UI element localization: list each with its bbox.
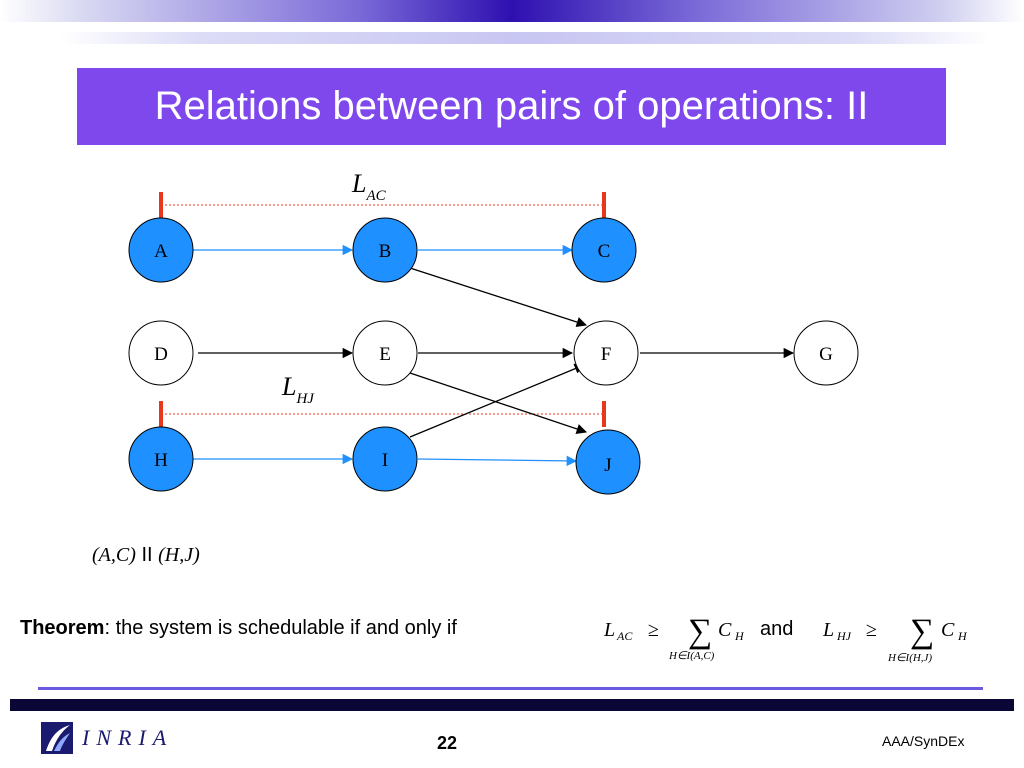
- edge-e-j: [409, 372, 587, 434]
- svg-text:C: C: [598, 241, 611, 262]
- lac-label: LAC: [351, 169, 387, 204]
- svg-text:H∈I(H,J): H∈I(H,J): [887, 652, 932, 664]
- edge-b-f: [409, 267, 587, 328]
- svg-text:A: A: [154, 241, 168, 262]
- svg-text:L: L: [822, 619, 834, 641]
- node-d: D: [128, 320, 194, 386]
- edge-i-f: [409, 363, 585, 438]
- node-g: G: [793, 320, 859, 386]
- svg-text:≥: ≥: [866, 619, 877, 641]
- svg-text:H: H: [957, 629, 968, 643]
- inria-logo: INRIA: [40, 718, 173, 758]
- inria-logo-icon: [41, 722, 73, 754]
- page-number: 22: [437, 733, 458, 753]
- node-f: F: [573, 320, 639, 386]
- svg-text:B: B: [379, 241, 392, 262]
- relation-right: (H,J): [158, 544, 200, 566]
- svg-text:C: C: [718, 619, 732, 641]
- svg-text:∑: ∑: [910, 613, 934, 650]
- node-b: B: [352, 217, 418, 283]
- relation-operator: II: [141, 544, 153, 566]
- theorem-label: Theorem: [20, 617, 105, 639]
- node-a: A: [128, 217, 194, 283]
- latency-lac: [159, 192, 606, 218]
- lhj-label: LHJ: [281, 372, 315, 407]
- node-h: H: [128, 426, 194, 492]
- svg-text:F: F: [601, 344, 612, 365]
- relation-left: (A,C): [92, 544, 136, 566]
- theorem-text: : the system is schedulable if and only …: [104, 617, 457, 639]
- footer-label: AAA/SynDEx: [882, 733, 965, 749]
- node-e: E: [352, 320, 418, 386]
- svg-text:HJ: HJ: [836, 629, 852, 643]
- slide-title: Relations between pairs of operations: I…: [154, 84, 869, 128]
- formula-lhj: L HJ ≥ ∑ C H H∈I(H,J): [822, 613, 968, 664]
- svg-text:J: J: [604, 455, 611, 476]
- svg-text:L: L: [603, 619, 615, 641]
- svg-text:E: E: [379, 344, 391, 365]
- theorem-statement: Theorem: the system is schedulable if an…: [20, 617, 457, 640]
- footer-divider: [38, 687, 983, 690]
- svg-text:H: H: [154, 450, 168, 471]
- top-gradient-band: [0, 0, 1024, 22]
- svg-text:H: H: [734, 629, 745, 643]
- svg-text:≥: ≥: [648, 619, 659, 641]
- svg-text:D: D: [154, 344, 168, 365]
- latency-lhj: [159, 401, 606, 427]
- svg-text:H∈I(A,C): H∈I(A,C): [668, 650, 715, 662]
- node-i: I: [352, 426, 418, 492]
- title-box: Relations between pairs of operations: I…: [77, 68, 946, 145]
- svg-text:G: G: [819, 344, 833, 365]
- svg-text:I: I: [382, 450, 388, 471]
- edge-i-j: [417, 455, 578, 467]
- inria-logo-text: INRIA: [82, 725, 174, 750]
- top-gradient-band-secondary: [60, 32, 990, 44]
- theorem-and: and: [760, 618, 794, 640]
- footer-band: [10, 699, 1014, 711]
- edges: [193, 244, 795, 467]
- node-c: C: [571, 217, 637, 283]
- svg-text:∑: ∑: [688, 613, 712, 650]
- svg-text:AC: AC: [616, 629, 633, 643]
- formula-lac: L AC ≥ ∑ C H H∈I(A,C): [603, 613, 745, 662]
- svg-text:C: C: [941, 619, 955, 641]
- relation-statement: (A,C) II (H,J): [92, 544, 200, 567]
- node-j: J: [575, 429, 641, 495]
